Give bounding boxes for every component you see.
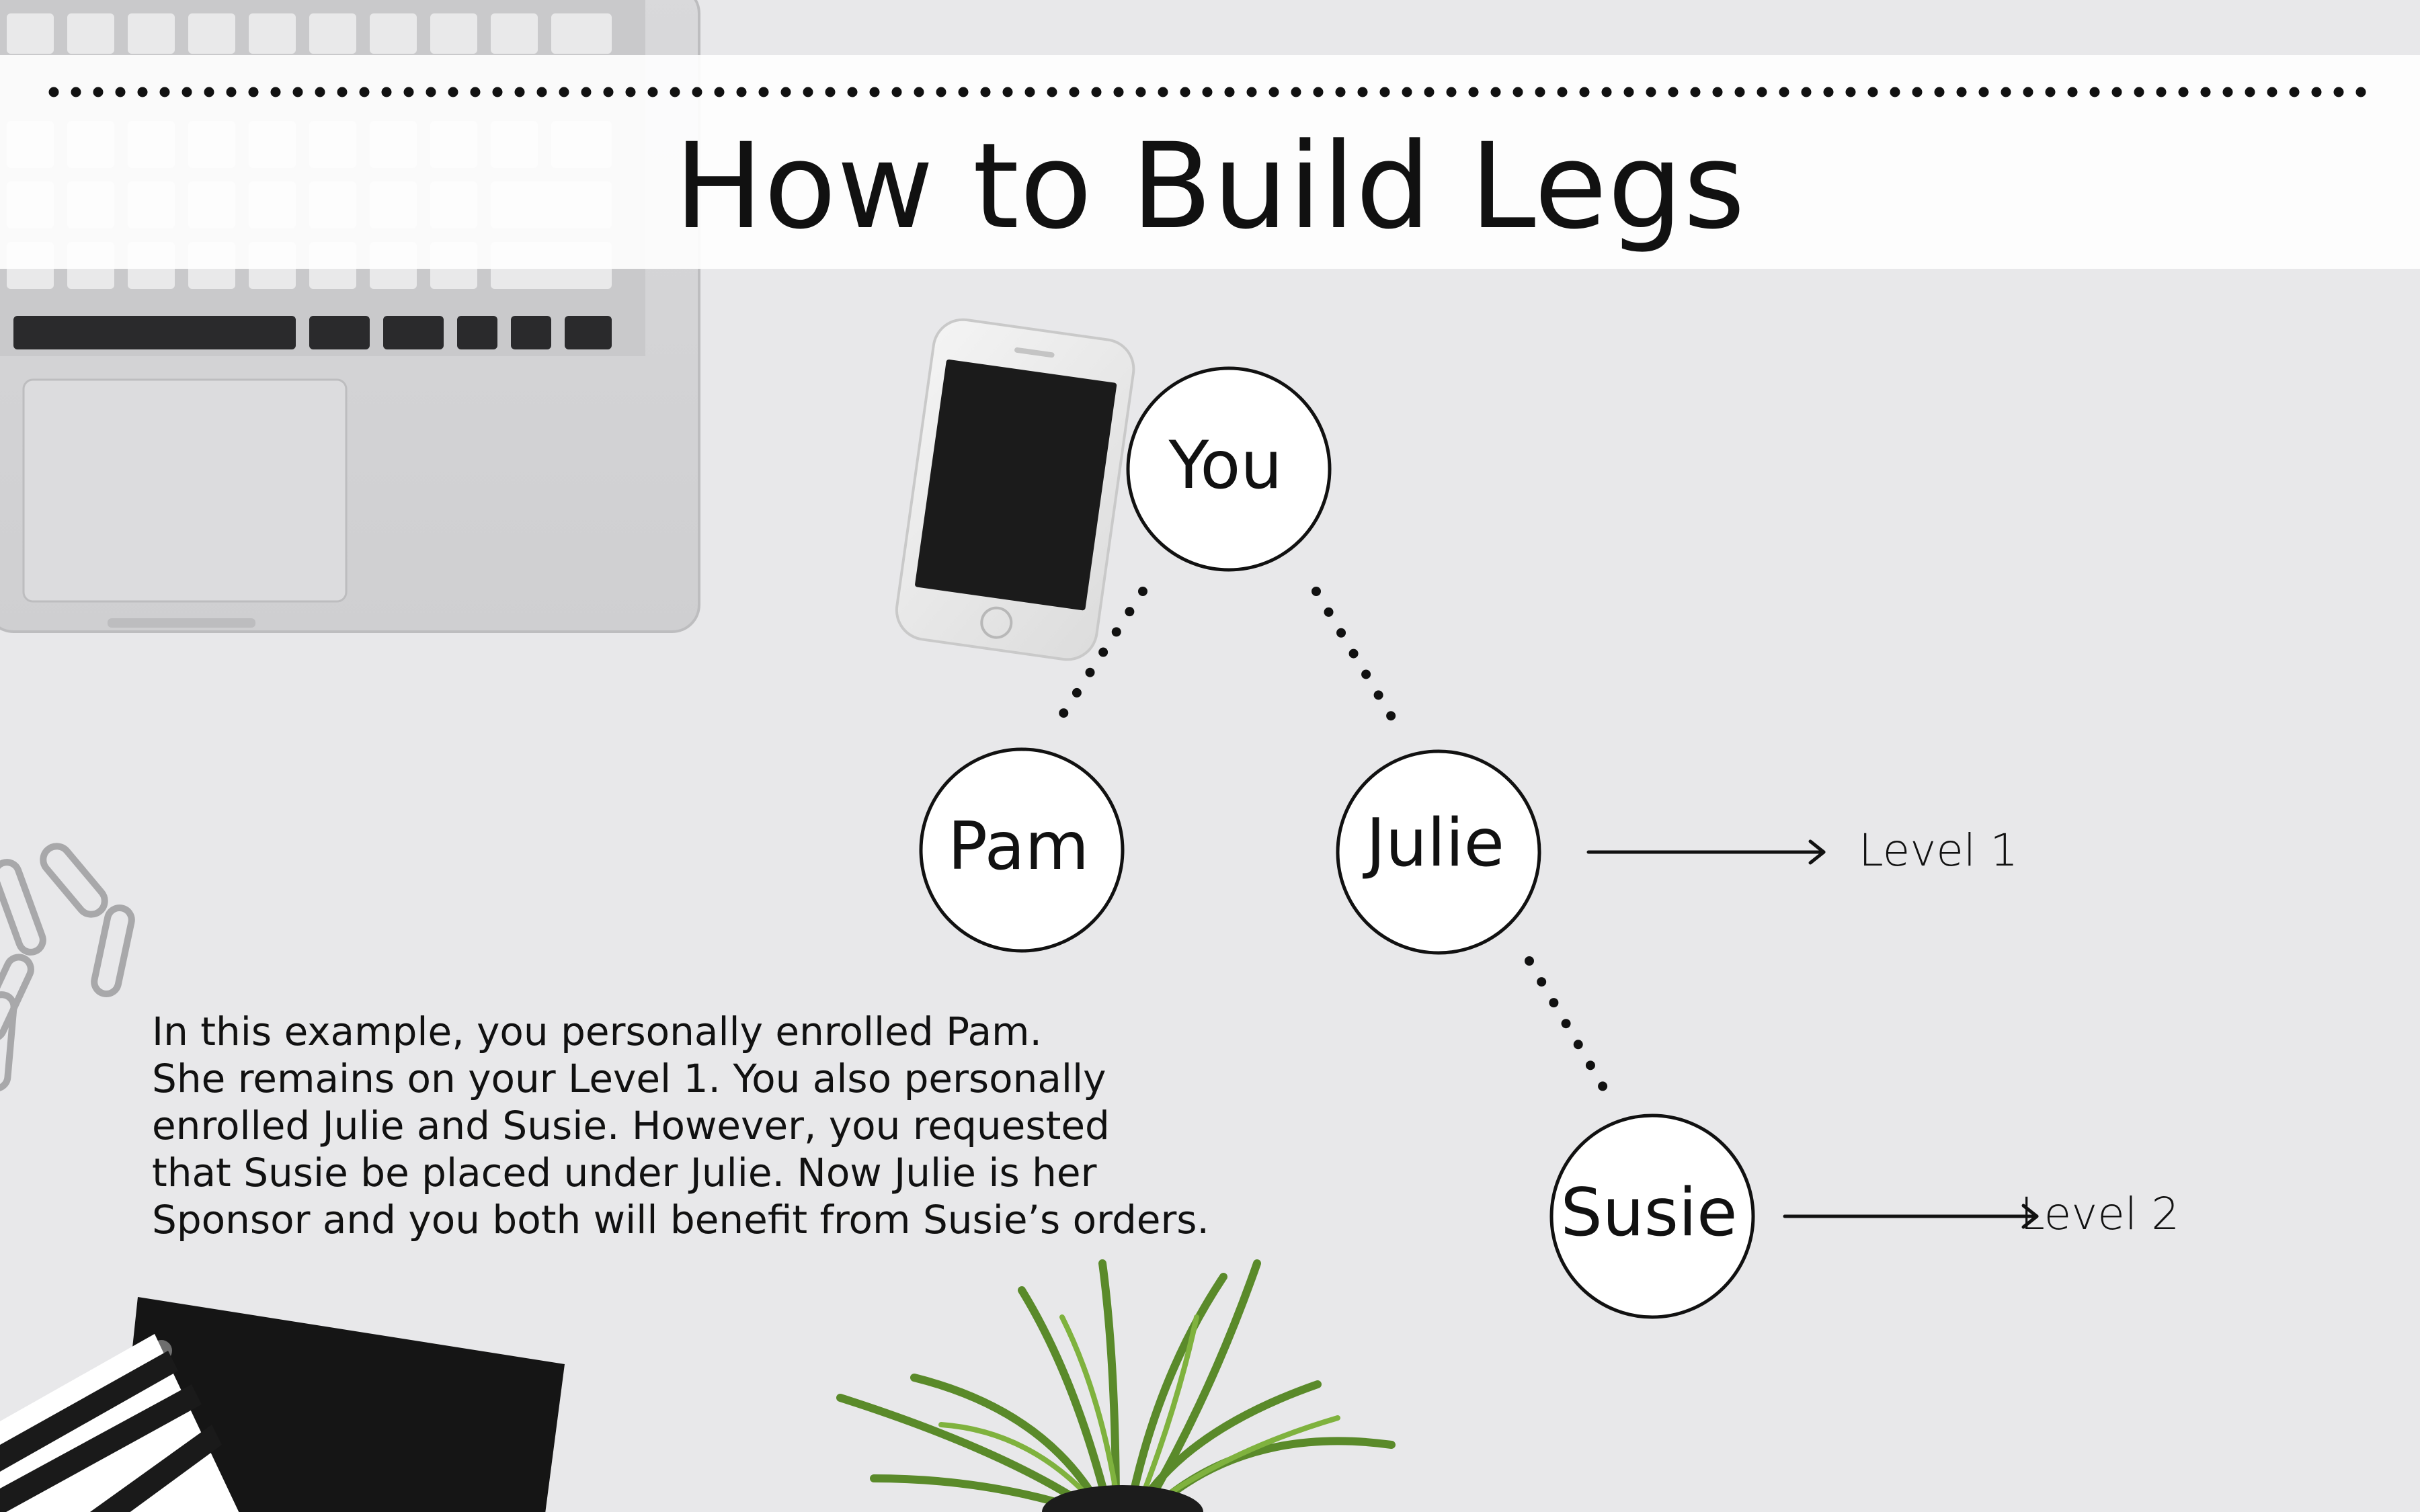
- connector-you-julie: [1312, 587, 1402, 730]
- plant-icon: [836, 1259, 1396, 1512]
- description-line: that Susie be placed under Julie. Now Ju…: [152, 1150, 1097, 1195]
- node-label-you: You: [1168, 427, 1283, 504]
- node-label-pam: Pam: [947, 808, 1090, 885]
- level-1-label: Level 1: [1859, 825, 2019, 876]
- node-pam: [919, 747, 1125, 953]
- smartphone-icon: [895, 318, 1135, 661]
- connector-you-pam: [1051, 587, 1147, 730]
- connector-julie-susie: [1525, 956, 1615, 1103]
- notebook-icon: [0, 1297, 565, 1512]
- description-line: In this example, you personally enrolled…: [152, 1009, 1042, 1054]
- node-label-julie: Julie: [1366, 805, 1504, 882]
- node-julie: [1336, 749, 1541, 955]
- title-banner: [0, 55, 2420, 269]
- description-line: enrolled Julie and Susie. However, you r…: [152, 1103, 1110, 1148]
- node-you: [1126, 366, 1332, 572]
- paperclip-icon: [0, 843, 135, 1092]
- description-line: She remains on your Level 1. You also pe…: [152, 1056, 1106, 1101]
- level-2-label: Level 2: [2020, 1188, 2180, 1240]
- description-paragraph: In this example, you personally enrolled…: [152, 1008, 1295, 1243]
- node-label-susie: Susie: [1560, 1175, 1738, 1251]
- node-susie: [1549, 1114, 1755, 1319]
- diagram-title: How to Build Legs: [674, 118, 1746, 255]
- description-line: Sponsor and you both will benefit from S…: [152, 1197, 1209, 1243]
